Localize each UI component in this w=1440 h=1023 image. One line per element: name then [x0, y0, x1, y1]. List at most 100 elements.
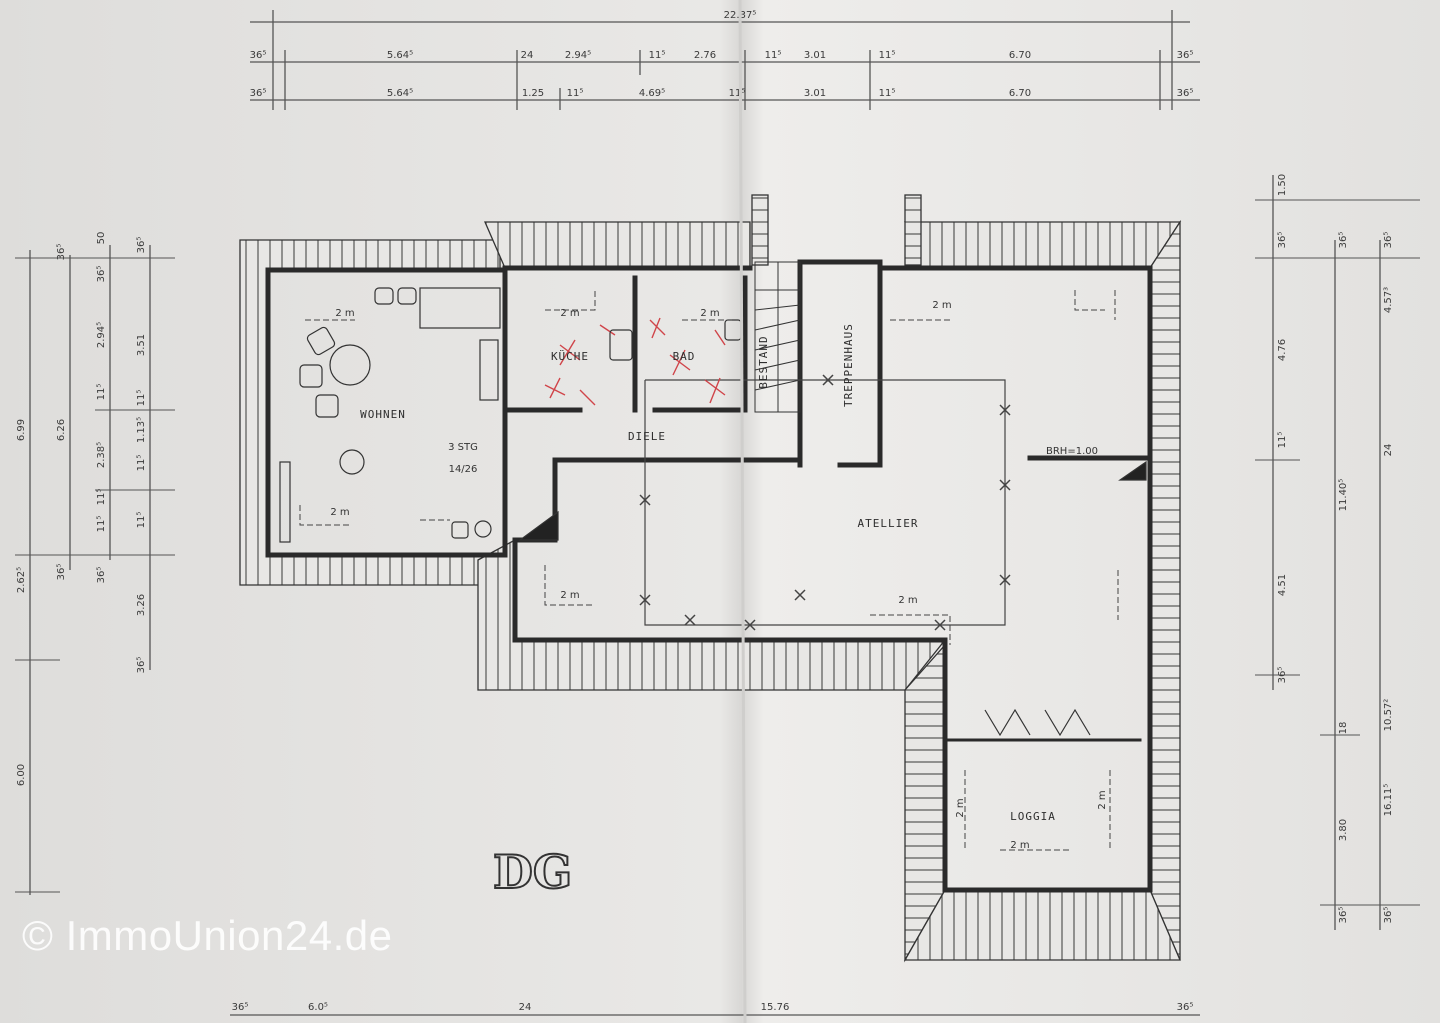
height-marker-label: 2 m [560, 308, 579, 319]
room-label-bestand: BESTAND [757, 335, 770, 388]
floor-label-dg: DG [492, 844, 573, 900]
dimension-label: 11⁵ [1277, 432, 1288, 449]
height-marker-label: 2 m [955, 798, 966, 817]
dimension-label: 2.94⁵ [565, 50, 591, 61]
room-label-kueche: KÜCHE [551, 350, 589, 363]
dimension-label: 36⁵ [1383, 907, 1394, 924]
dimension-label: 11.40⁵ [1338, 479, 1349, 512]
dimension-label: 11⁵ [136, 512, 147, 529]
dimension-label: 2.76 [694, 50, 716, 61]
dimension-label: 5.64⁵ [387, 50, 413, 61]
dimension-label: 11⁵ [96, 489, 107, 506]
dimension-label: 5.64⁵ [387, 88, 413, 99]
dimension-label: 36⁵ [1277, 667, 1288, 684]
room-label-atellier: ATELLIER [858, 517, 919, 530]
dimension-label: 24 [1383, 444, 1394, 457]
dimension-label: 1.25 [522, 88, 544, 99]
dimension-label: 6.0⁵ [308, 1002, 328, 1013]
dimension-label: 36⁵ [1177, 50, 1194, 61]
dimension-label: 11⁵ [136, 455, 147, 472]
room-label-loggia: LOGGIA [1010, 810, 1056, 823]
electrical-lines [639, 374, 1011, 631]
dimension-label: 11⁵ [879, 88, 896, 99]
dimension-label: 4.76 [1277, 339, 1288, 361]
dimension-label: 16.11⁵ [1383, 784, 1394, 817]
dimension-label: 36⁵ [96, 567, 107, 584]
dimension-label: 24 [519, 1002, 532, 1013]
dimension-label: 11⁵ [567, 88, 584, 99]
dimension-label: 3.01 [804, 88, 826, 99]
stair-steps-label: 3 STG [448, 442, 478, 453]
dimension-label: 18 [1338, 722, 1349, 735]
room-label-wohnen: WOHNEN [360, 408, 406, 421]
dimension-label: 11⁵ [136, 390, 147, 407]
dimension-label: 6.70 [1009, 50, 1031, 61]
paper-fold-line [738, 0, 747, 1023]
height-marker-label: 2 m [898, 595, 917, 606]
dimension-label: 36⁵ [56, 244, 67, 261]
watermark: © ImmoUnion24.de [22, 912, 393, 959]
dimension-label: 36⁵ [1177, 1002, 1194, 1013]
dimension-label: 4.51 [1277, 574, 1288, 596]
dimension-label: 3.01 [804, 50, 826, 61]
dimension-label: 36⁵ [56, 564, 67, 581]
dimension-label: 6.26 [56, 419, 67, 441]
dimension-label: 6.00 [16, 764, 27, 786]
room-label-bad: BAD [673, 350, 696, 363]
room-label-treppenhaus: TREPPENHAUS [842, 323, 855, 407]
height-marker-lines [299, 290, 1119, 851]
room-label-diele: DIELE [628, 430, 666, 443]
dimension-label: 11⁵ [765, 50, 782, 61]
height-marker-label: 2 m [560, 590, 579, 601]
dimension-label: 36⁵ [136, 237, 147, 254]
dimension-label: 3.26 [136, 594, 147, 616]
dimension-label: 36⁵ [1338, 907, 1349, 924]
dimension-label: 36⁵ [1177, 88, 1194, 99]
floor-label: DG [493, 845, 572, 899]
dimension-label: 36⁵ [96, 266, 107, 283]
dimension-label: 3.80 [1338, 819, 1349, 841]
dimension-label: 36⁵ [250, 50, 267, 61]
dimension-label: 6.99 [16, 419, 27, 441]
dimension-label: 1.13⁵ [136, 417, 147, 443]
dimension-label: 3.51 [136, 334, 147, 356]
dimension-label: 50 [96, 232, 107, 245]
furniture [279, 287, 1147, 737]
dimension-label: 10.57² [1383, 699, 1394, 732]
height-marker-label: 2 m [335, 308, 354, 319]
dimension-label: 11⁵ [729, 88, 746, 99]
dimension-label: 36⁵ [1277, 232, 1288, 249]
dimension-lines [15, 10, 1420, 1016]
stair-ratio-label: 14/26 [449, 464, 478, 475]
height-marker-label: 2 m [330, 507, 349, 518]
height-marker-label: 2 m [1097, 790, 1108, 809]
dimension-label: 11⁵ [96, 384, 107, 401]
dimension-label: 36⁵ [250, 88, 267, 99]
dimension-label: 11⁵ [96, 516, 107, 533]
dimension-label: 36⁵ [136, 657, 147, 674]
walls [265, 259, 1153, 893]
dimension-label: 36⁵ [232, 1002, 249, 1013]
dimension-label: 36⁵ [1383, 232, 1394, 249]
dimension-label: 11⁵ [879, 50, 896, 61]
dimension-label: 6.70 [1009, 88, 1031, 99]
parapet-height-label: BRH=1.00 [1046, 446, 1098, 457]
height-marker-label: 2 m [1010, 840, 1029, 851]
dimension-label: 4.57³ [1383, 287, 1394, 313]
dimension-label: 36⁵ [1338, 232, 1349, 249]
dimension-label: 15.76 [761, 1002, 790, 1013]
height-marker-label: 2 m [932, 300, 951, 311]
dimension-label: 24 [521, 50, 534, 61]
height-marker-label: 2 m [700, 308, 719, 319]
dimension-label: 11⁵ [649, 50, 666, 61]
dimension-label: 2.62⁵ [16, 567, 27, 593]
staircase [754, 261, 801, 413]
dimension-label: 2.38⁵ [96, 442, 107, 468]
red-fixture-marks [544, 317, 726, 406]
dimension-label: 4.69⁵ [639, 88, 665, 99]
dimension-label: 1.50 [1277, 174, 1288, 196]
dimension-label: 2.94⁵ [96, 322, 107, 348]
